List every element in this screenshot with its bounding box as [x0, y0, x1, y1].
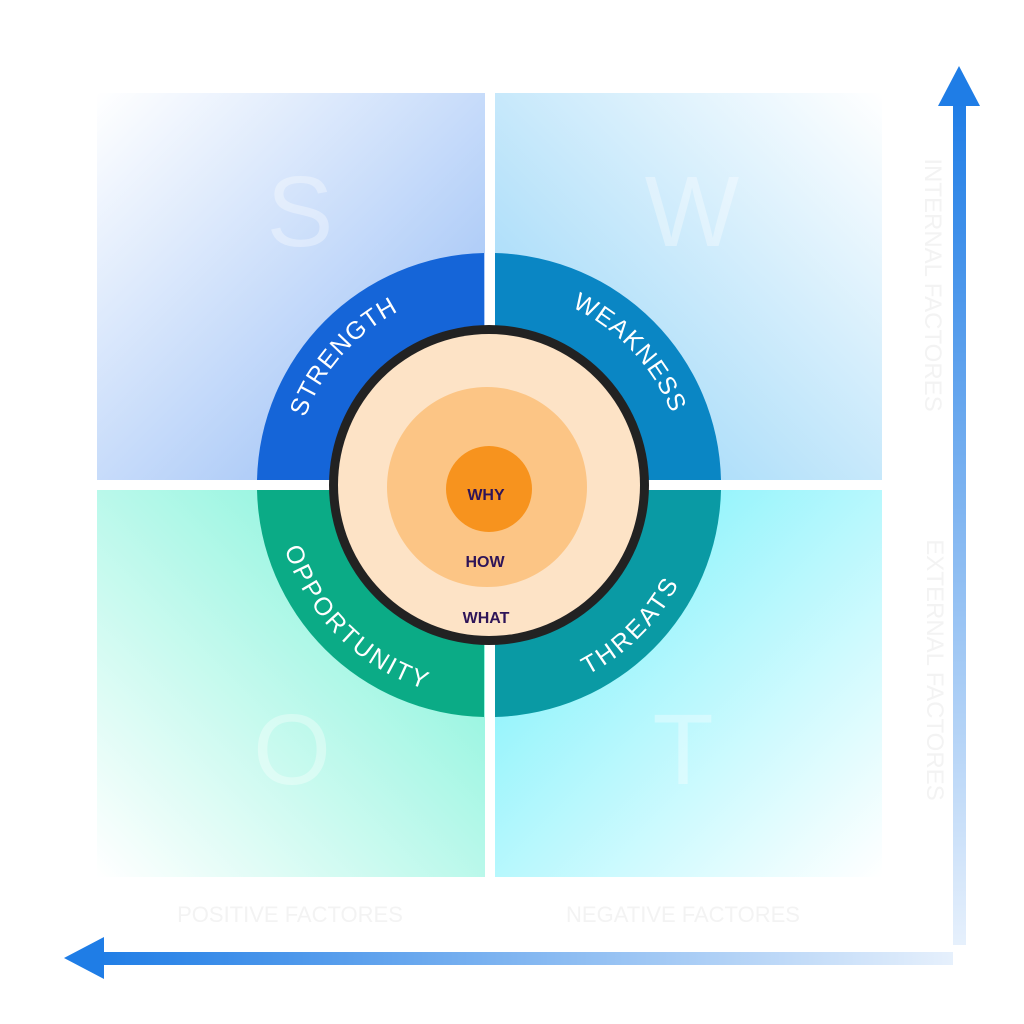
positive-factors-label: POSITIVE FACTORES	[177, 902, 403, 927]
how-label: HOW	[465, 554, 505, 571]
strength-letter: S	[267, 156, 334, 268]
left-arrowhead-icon	[64, 937, 104, 979]
threats-letter: T	[652, 694, 713, 806]
internal-factors-label: INTERNAL FACTORES	[919, 158, 946, 411]
why-circle	[446, 446, 532, 532]
weakness-letter: W	[645, 156, 740, 268]
why-label: WHY	[467, 487, 505, 504]
external-factors-label: EXTERNAL FACTORES	[921, 539, 948, 800]
up-arrowhead-icon	[938, 66, 980, 106]
what-label: WHAT	[463, 610, 510, 627]
negative-factors-label: NEGATIVE FACTORES	[566, 902, 800, 927]
opportunity-letter: O	[253, 694, 331, 806]
vertical-axis-arrow	[953, 100, 966, 945]
horizontal-axis-arrow	[98, 952, 953, 965]
